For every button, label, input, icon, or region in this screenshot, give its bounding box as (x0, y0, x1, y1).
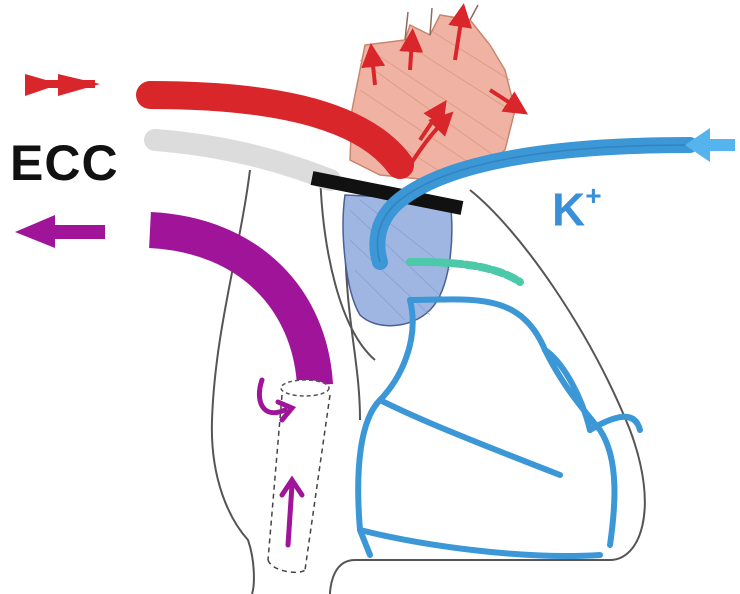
venous-outflow-arrow (15, 215, 105, 248)
vena-cava-outline (268, 395, 330, 572)
ecc-label: ECC (10, 138, 119, 188)
potassium-label: K+ (552, 186, 602, 232)
arterial-inflow-arrow (25, 74, 100, 96)
potassium-label-charge: + (585, 180, 601, 211)
coronary-arteries (358, 299, 640, 556)
venous-cannula (150, 230, 315, 385)
potassium-label-base: K (552, 183, 585, 235)
venous-return-arrows (259, 380, 302, 545)
venous-cannula-tip (281, 380, 329, 396)
cardioplegia-inflow-arrow (685, 128, 735, 162)
vent-cannula (155, 140, 330, 180)
